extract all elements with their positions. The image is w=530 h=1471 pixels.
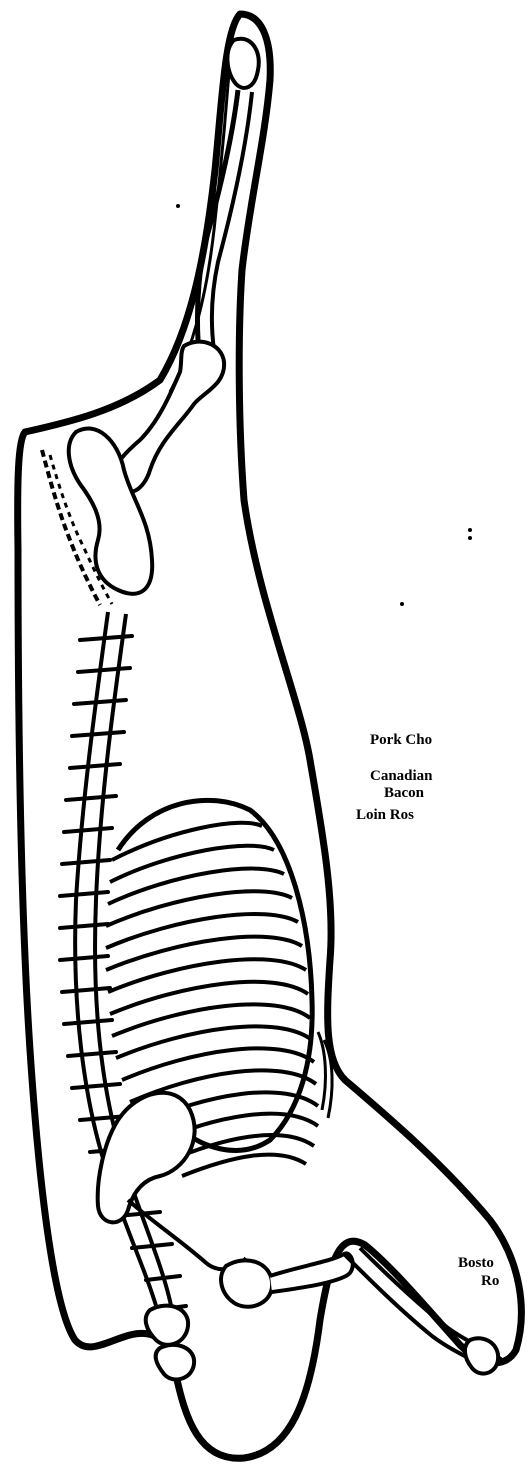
label-canadian: Canadian <box>370 769 433 784</box>
label-boston: Bosto <box>458 1256 494 1271</box>
label-bacon: Bacon <box>384 786 424 801</box>
label-roast: Ro <box>481 1274 499 1289</box>
label-loin-roast: Loin Ros <box>356 808 414 823</box>
label-pork-chops: Pork Cho <box>370 733 432 748</box>
